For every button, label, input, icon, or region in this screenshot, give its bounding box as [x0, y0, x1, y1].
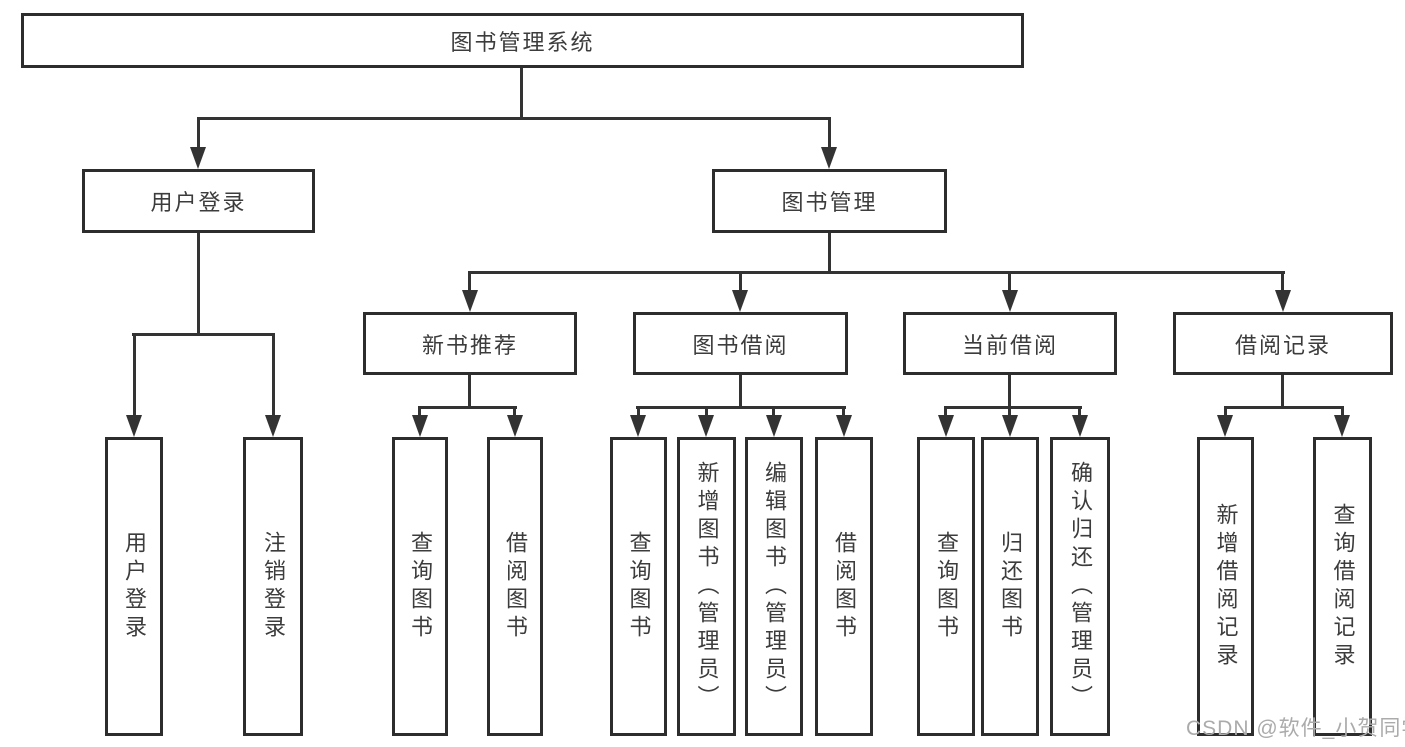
connector-new-book-rail — [418, 406, 517, 409]
node-book-management-label: 图书管理 — [781, 190, 878, 215]
node-book-borrow-label: 图书借阅 — [692, 332, 789, 358]
leaf-add-borrow-record-label: 新增借阅记录 — [1213, 502, 1239, 671]
arrowhead-leaf-confirm-return — [1072, 415, 1088, 437]
connector-leaf-drop — [1008, 406, 1011, 418]
node-root-label: 图书管理系统 — [450, 29, 595, 55]
connector-new-book-stem — [468, 375, 471, 409]
connector-leaf-drop — [1224, 406, 1227, 418]
connector-leaf-drop — [513, 406, 516, 418]
arrowhead-leaf-edit-book — [766, 415, 782, 437]
leaf-borrow-book-1-label: 借阅图书 — [503, 530, 528, 643]
leaf-query-book-2-label: 查询图书 — [626, 530, 652, 643]
arrowhead-book-borrow — [732, 290, 748, 312]
node-borrow-records-label: 借阅记录 — [1234, 332, 1331, 358]
connector-book-borrow-stem — [739, 375, 742, 409]
leaf-confirm-return-admin: 确认归还（管理员） — [1050, 437, 1110, 736]
connector-leaf-user-login-drop — [133, 333, 136, 417]
arrowhead-leaf-return-book — [1002, 415, 1018, 437]
leaf-edit-book-admin: 编辑图书（管理员） — [745, 437, 803, 736]
leaf-logout-label: 注销登录 — [261, 530, 286, 643]
connector-leaf-drop — [1078, 406, 1081, 418]
node-root: 图书管理系统 — [21, 13, 1024, 68]
arrowhead-leaf-query-book-1 — [412, 415, 428, 437]
connector-book-mgmt-stem — [828, 233, 831, 274]
arrowhead-leaf-logout — [265, 415, 281, 437]
node-user-login-label: 用户登录 — [150, 190, 247, 215]
connector-book-borrow-rail — [636, 406, 846, 409]
leaf-add-book-admin: 新增图书（管理员） — [677, 437, 736, 736]
arrowhead-user-login — [190, 147, 206, 169]
leaf-confirm-return-admin-label: 确认归还（管理员） — [1068, 460, 1093, 713]
leaf-query-book-2: 查询图书 — [610, 437, 667, 736]
connector-user-login-rail — [132, 333, 275, 336]
connector-current-borrow-drop — [1008, 271, 1011, 293]
leaf-logout: 注销登录 — [243, 437, 303, 736]
arrowhead-borrow-records — [1275, 290, 1291, 312]
leaf-user-login: 用户登录 — [105, 437, 163, 736]
node-book-borrow: 图书借阅 — [633, 312, 848, 375]
arrowhead-leaf-borrow-book-1 — [507, 415, 523, 437]
connector-level2-rail — [468, 271, 1285, 274]
arrowhead-leaf-add-book — [698, 415, 714, 437]
connector-book-mgmt-drop — [828, 117, 831, 149]
connector-user-login-stem — [197, 233, 200, 335]
arrowhead-leaf-add-record — [1217, 415, 1233, 437]
connector-borrow-records-drop — [1281, 271, 1284, 293]
connector-leaf-logout-drop — [272, 333, 275, 417]
connector-leaf-drop — [637, 406, 640, 418]
leaf-query-book-3: 查询图书 — [917, 437, 975, 736]
leaf-return-book: 归还图书 — [981, 437, 1039, 736]
leaf-query-borrow-record-label: 查询借阅记录 — [1330, 502, 1356, 671]
leaf-query-book-3-label: 查询图书 — [934, 530, 959, 643]
connector-borrow-records-rail — [1224, 406, 1344, 409]
arrowhead-new-book — [462, 290, 478, 312]
connector-borrow-records-stem — [1281, 375, 1284, 409]
arrowhead-leaf-query-book-3 — [938, 415, 954, 437]
leaf-edit-book-admin-label: 编辑图书（管理员） — [762, 460, 787, 713]
connector-leaf-drop — [944, 406, 947, 418]
arrowhead-leaf-query-record — [1334, 415, 1350, 437]
connector-user-login-drop — [197, 117, 200, 149]
connector-leaf-drop — [772, 406, 775, 418]
node-current-borrow: 当前借阅 — [903, 312, 1117, 375]
connector-new-book-drop — [468, 271, 471, 293]
connector-leaf-drop — [842, 406, 845, 418]
arrowhead-leaf-query-book-2 — [630, 415, 646, 437]
leaf-borrow-book-1: 借阅图书 — [487, 437, 543, 736]
connector-current-borrow-stem — [1008, 375, 1011, 409]
node-user-login: 用户登录 — [82, 169, 315, 233]
node-new-book-recommend: 新书推荐 — [363, 312, 577, 375]
csdn-watermark: CSDN @软件_小贺同学 — [1186, 717, 1405, 740]
node-current-borrow-label: 当前借阅 — [961, 332, 1058, 358]
connector-level1-rail — [197, 117, 831, 120]
leaf-query-borrow-record: 查询借阅记录 — [1313, 437, 1372, 736]
leaf-user-login-label: 用户登录 — [122, 530, 147, 643]
leaf-borrow-book-2: 借阅图书 — [815, 437, 873, 736]
leaf-return-book-label: 归还图书 — [998, 530, 1023, 643]
connector-current-borrow-rail — [944, 406, 1082, 409]
connector-leaf-drop — [418, 406, 421, 418]
leaf-query-book-1-label: 查询图书 — [408, 530, 433, 643]
arrowhead-leaf-borrow-book-2 — [836, 415, 852, 437]
leaf-query-book-1: 查询图书 — [392, 437, 448, 736]
connector-leaf-drop — [1341, 406, 1344, 418]
arrowhead-book-mgmt — [821, 147, 837, 169]
connector-book-borrow-drop — [739, 271, 742, 293]
node-new-book-recommend-label: 新书推荐 — [421, 332, 518, 358]
node-book-management: 图书管理 — [712, 169, 947, 233]
leaf-add-borrow-record: 新增借阅记录 — [1197, 437, 1254, 736]
node-borrow-records: 借阅记录 — [1173, 312, 1393, 375]
connector-leaf-drop — [705, 406, 708, 418]
arrowhead-current-borrow — [1002, 290, 1018, 312]
leaf-borrow-book-2-label: 借阅图书 — [832, 530, 857, 643]
arrowhead-leaf-user-login — [126, 415, 142, 437]
connector-root-stem — [520, 68, 523, 119]
leaf-add-book-admin-label: 新增图书（管理员） — [694, 460, 720, 713]
